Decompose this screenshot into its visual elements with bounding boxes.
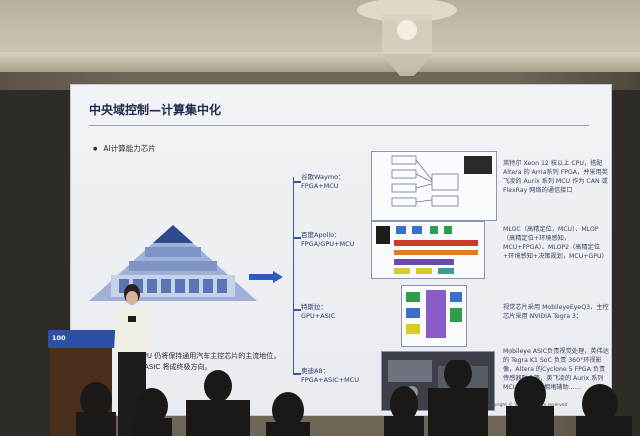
apollo-architecture-diagram: [371, 221, 485, 279]
tesla-architecture-diagram: [401, 285, 467, 347]
title-divider: [89, 125, 589, 126]
category-arch: FPGA+MCU: [301, 182, 339, 190]
description-tesla: 视觉芯片采用 MobileyeEyeQ3，主控芯片采用 NVIDIA Tegra…: [503, 304, 609, 320]
category-name: 谷歌Waymo：: [301, 173, 345, 181]
category-name: 特斯拉：: [301, 303, 327, 311]
category-audi: 奥迪A8： FPGA+ASIC+MCU: [301, 367, 359, 385]
category-name: 奥迪A8：: [301, 367, 330, 375]
podium-sign: [48, 330, 118, 348]
category-waymo: 谷歌Waymo： FPGA+MCU: [301, 173, 345, 191]
waymo-architecture-diagram: [371, 151, 497, 221]
bracket-tick: [293, 181, 301, 183]
description-apollo: MLOC（高精定位，MCU）、MLOP（高精定位+环境感知，MCU+FPGA）、…: [503, 226, 608, 260]
category-bracket: [293, 177, 306, 373]
category-tesla: 特斯拉： GPU+ASIC: [301, 303, 335, 321]
audience-silhouettes: [76, 360, 632, 436]
right-wall-panel: [612, 90, 640, 436]
projection-screen: 中央域控制—计算集中化 AI计算能力芯片 谷歌Waymo：: [70, 84, 612, 416]
chandelier: [357, 0, 457, 76]
pyramid-diagram: [89, 225, 257, 301]
slide-conclusion-line-2: AI作为 ASIC 将成终极方向。: [121, 363, 212, 371]
category-name: 百度Apollo：: [301, 231, 341, 239]
bracket-tick: [293, 237, 301, 239]
ceiling: [0, 0, 640, 62]
podium-sign-text: 100: [52, 334, 66, 342]
category-arch: FPGA/GPU+MCU: [301, 240, 355, 248]
category-arch: GPU+ASIC: [301, 312, 336, 320]
category-arch: FPGA+ASIC+MCU: [301, 376, 359, 384]
bracket-tick: [293, 373, 301, 375]
bracket-tick: [293, 309, 301, 311]
slide-conclusion-line-1: 主控 GPU 仍将保持通用汽车主控芯片的主流地位，: [121, 352, 281, 360]
ceiling-molding: [0, 52, 640, 74]
slide-bullet: AI计算能力芯片: [93, 143, 155, 154]
slide-title: 中央域控制—计算集中化: [89, 103, 222, 117]
description-waymo: 英特尔 Xeon 12 核以上 CPU，搭配 Altera 的 Arria系列 …: [503, 160, 608, 194]
right-arrow-icon: [249, 271, 283, 283]
category-apollo: 百度Apollo： FPGA/GPU+MCU: [301, 231, 354, 249]
